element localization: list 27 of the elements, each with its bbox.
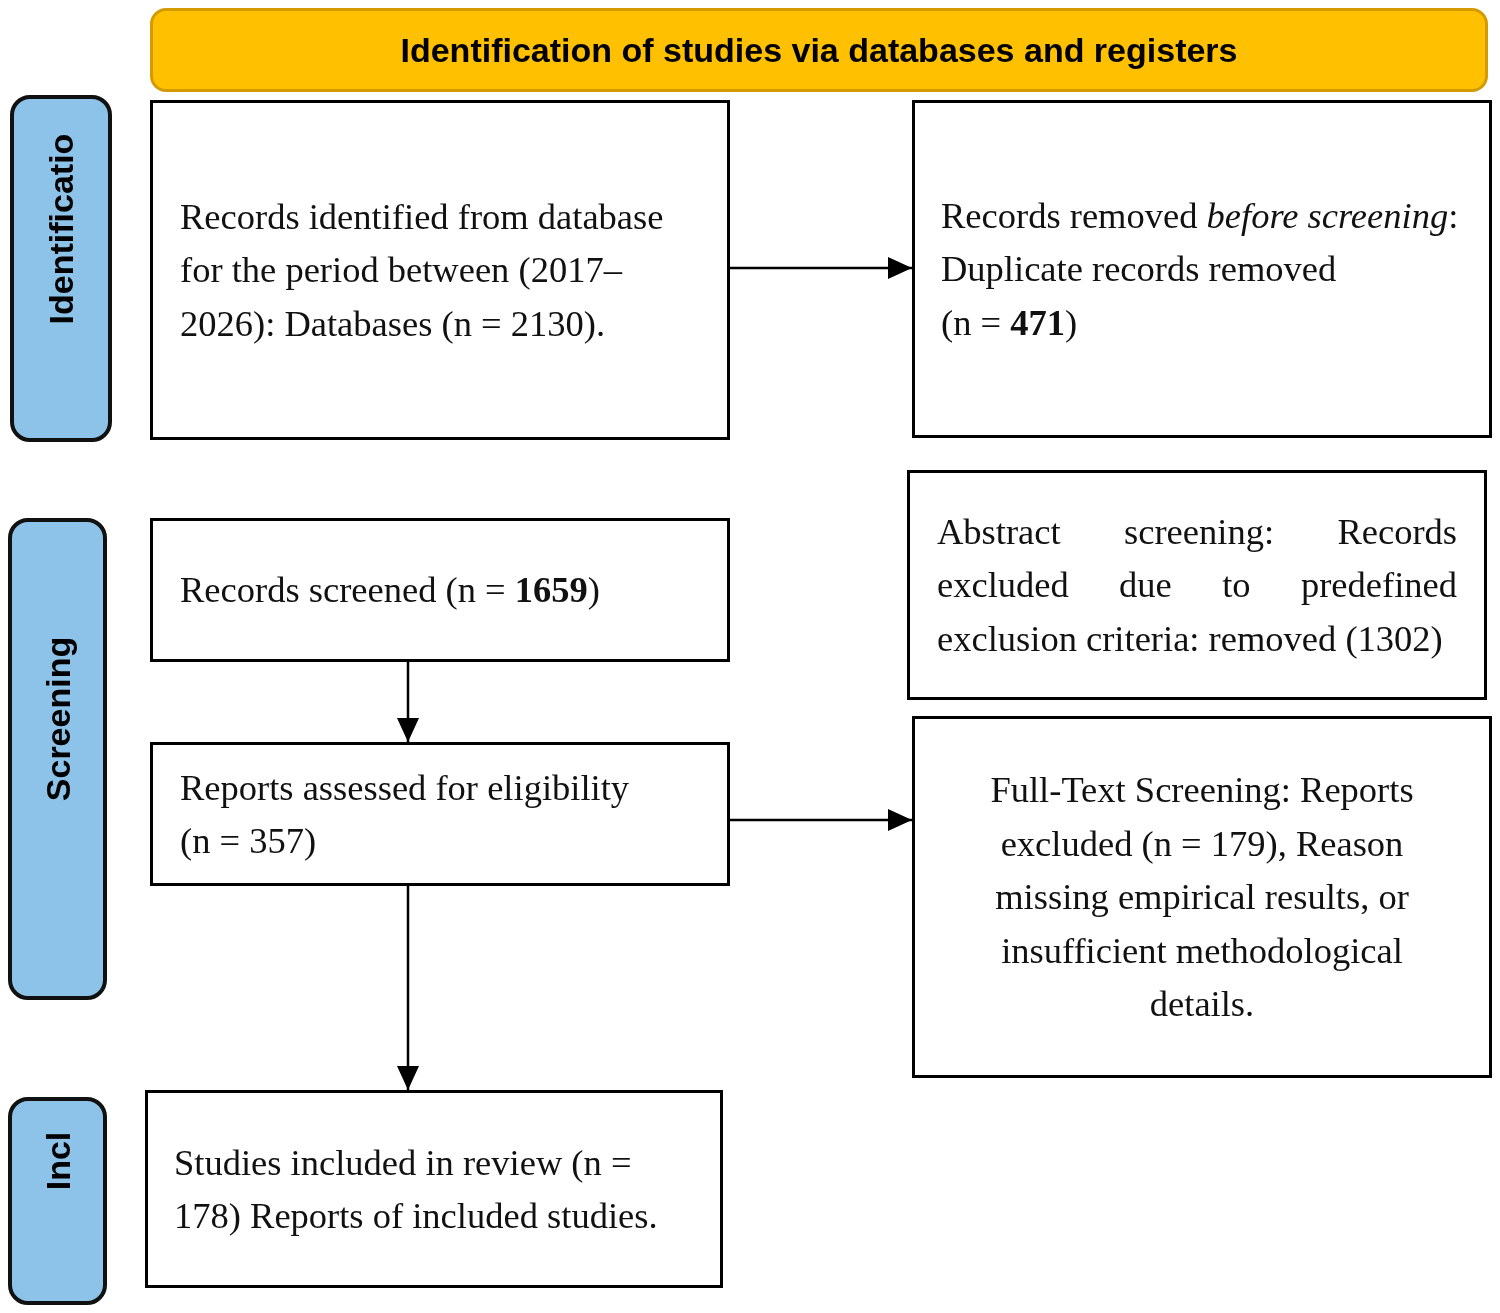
banner-title: Identification of studies via databases and registers [400, 30, 1238, 70]
box-text: Studies included in review (n = 178) Reports of included studies. [174, 1140, 659, 1238]
phase-box [10, 95, 112, 442]
process-box [150, 100, 730, 440]
arrow [730, 809, 912, 831]
process-box [907, 470, 1487, 700]
box-text: Duplicate records removed (n = 471) [941, 247, 1338, 345]
arrow [397, 662, 419, 742]
phase-label: Incl [40, 1131, 75, 1191]
process-box [912, 716, 1492, 1078]
arrow [397, 886, 419, 1090]
box-text: Full-Text Screening: Reports excluded (n = 179), Reason missing empirical results, or insufficient methodological details. [989, 768, 1415, 1027]
phase-box [8, 518, 107, 1000]
phase-label: Screening [40, 636, 75, 802]
phase-box [8, 1097, 107, 1305]
phase-label: Identificatio [44, 133, 78, 324]
box-text: Reports assessed for eligibility (n = 357) [180, 765, 631, 863]
process-box [912, 100, 1492, 438]
box-text: Abstract screening: Records excluded due to predefined exclusion criteria: removed (1302) [937, 509, 1457, 661]
process-box [145, 1090, 723, 1288]
arrow [730, 257, 912, 279]
box-text: Records identified from database for the period between (2017–2026): Databases (n = 2130). [180, 194, 665, 346]
box-text: Records removed before screening: [941, 193, 1459, 238]
header-banner [150, 8, 1488, 92]
box-text: Records screened (n = 1659) [180, 568, 600, 613]
process-box [150, 518, 730, 662]
process-box [150, 742, 730, 886]
